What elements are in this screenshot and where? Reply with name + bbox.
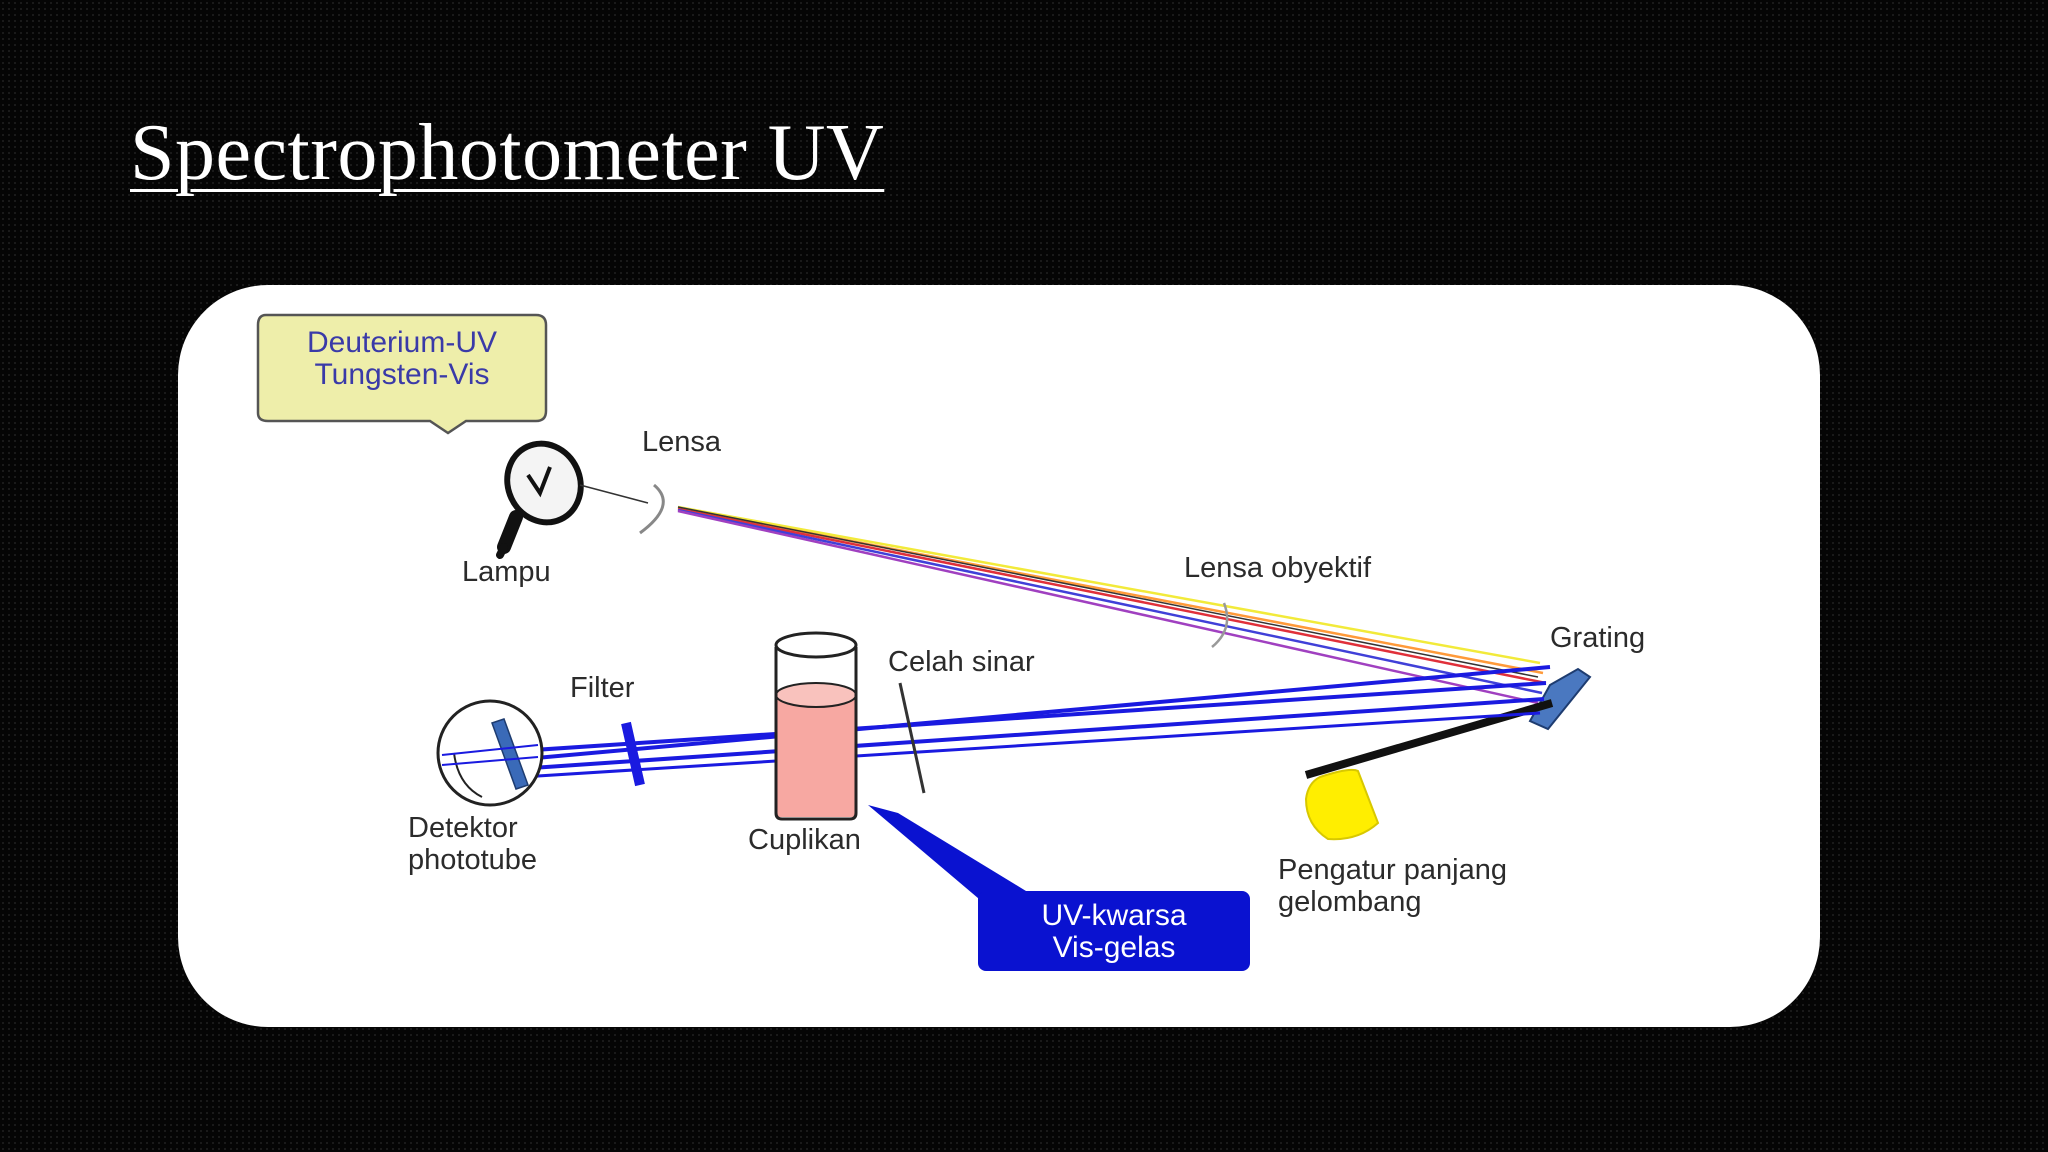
label-detektor-line2: phototube xyxy=(408,844,537,876)
label-pengatur-line1: Pengatur panjang xyxy=(1278,854,1507,886)
source-callout-line1: Deuterium-UV xyxy=(307,326,497,359)
filter-icon xyxy=(621,721,645,787)
light-beams xyxy=(677,505,1547,705)
label-cuplikan: Cuplikan xyxy=(748,824,861,856)
label-grating: Grating xyxy=(1550,622,1645,654)
label-detektor-line1: Detektor xyxy=(408,812,518,844)
diagram-panel: Deuterium-UV Tungsten-Vis xyxy=(178,285,1820,1027)
grating-icon xyxy=(1528,667,1592,731)
label-lampu: Lampu xyxy=(462,556,551,588)
label-lensa-obyektif: Lensa obyektif xyxy=(1184,552,1372,584)
spectrophotometer-diagram: Deuterium-UV Tungsten-Vis xyxy=(256,313,1645,971)
detector-icon xyxy=(436,699,544,807)
lens-icon xyxy=(639,483,665,535)
label-pengatur-line2: gelombang xyxy=(1278,886,1422,918)
slide-title: Spectrophotometer UV xyxy=(130,109,885,197)
lamp-bulb-icon xyxy=(496,440,584,559)
wavelength-selector-icon xyxy=(1304,699,1554,841)
label-lensa: Lensa xyxy=(642,426,722,458)
source-callout-line2: Tungsten-Vis xyxy=(314,358,489,391)
cuvette-callout-line1: UV-kwarsa xyxy=(1041,899,1186,932)
cuvette-callout-pointer xyxy=(868,805,1026,915)
label-celah-sinar: Celah sinar xyxy=(888,646,1035,678)
objective-lens-icon xyxy=(1211,602,1229,648)
cuvette-callout-line2: Vis-gelas xyxy=(1053,931,1176,964)
label-filter: Filter xyxy=(570,672,635,704)
cuvette-callout: UV-kwarsa Vis-gelas xyxy=(978,891,1250,971)
source-callout: Deuterium-UV Tungsten-Vis xyxy=(256,313,548,435)
slit-icon xyxy=(898,682,926,794)
cuvette-icon xyxy=(774,631,858,821)
